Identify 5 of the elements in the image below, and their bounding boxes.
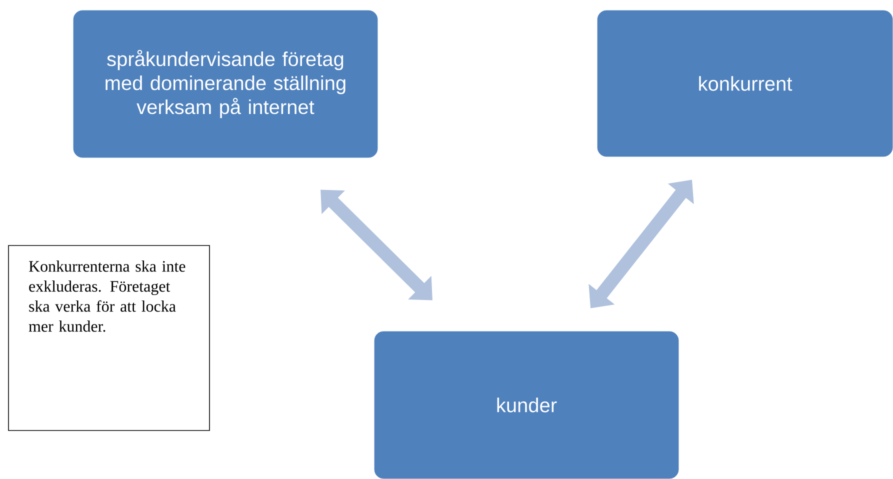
process-box: konkurrent <box>597 10 893 157</box>
note-box: Konkurrenterna ska inte exkluderas. Företaget ska verka för att locka mer kunder. <box>8 245 210 431</box>
double-arrow <box>320 190 432 300</box>
process-box: språkundervisande företag med dominerande ställning verksam på internet <box>73 10 378 158</box>
process-box: kunder <box>374 331 679 479</box>
